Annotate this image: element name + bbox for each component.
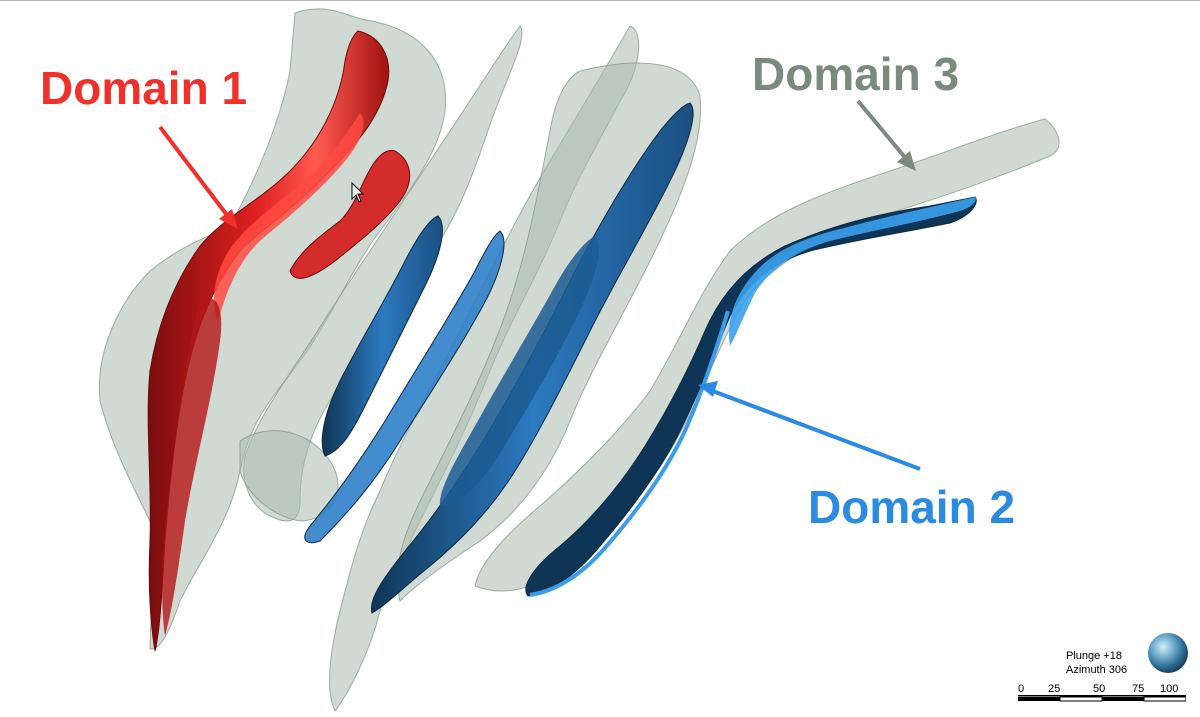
domain3-arrow [856,99,910,163]
domain2-lens-east-edge [729,197,976,346]
scale-bar-graphic [1018,695,1186,702]
domain2-lens-east [525,196,977,597]
scale-tick-0: 0 [1018,683,1025,695]
domain1-lower-face [162,297,222,636]
domain1-label: Domain 1 [40,62,248,114]
domain2-lens-central-inner [439,236,599,506]
domain1-highlight [214,113,364,321]
scale-tick-25: 25 [1048,683,1061,695]
domain1-arrowhead [219,209,238,229]
domain3-label: Domain 3 [752,48,960,100]
domain1-solids [147,30,411,652]
view-orientation: Plunge +18 Azimuth 306 [1066,649,1127,677]
domain3-arrowhead [897,151,916,171]
domain2-solids [304,102,977,614]
domain2-arrow [709,388,921,471]
domain1-arrow [158,125,232,221]
globe-icon[interactable] [1148,633,1188,673]
azimuth-readout: Azimuth 306 [1066,664,1128,676]
domain1-branch-upper [289,150,411,279]
domain2-lens-east-rim [529,310,730,597]
scale-tick-100: 100 [1160,683,1179,695]
scale-bar: 0 25 50 75 100 [1018,681,1186,717]
domain2-arrowhead [698,381,718,397]
scale-tick-75: 75 [1132,683,1145,695]
domain2-label: Domain 2 [808,481,1016,533]
callout-arrows [158,99,921,471]
domain3-envelope-central-left [243,25,523,522]
scale-tick-50: 50 [1093,683,1106,695]
plunge-readout: Plunge +18 [1066,650,1122,662]
domain2-lens-west [321,215,443,457]
domain3-envelopes [98,8,1060,712]
domain2-lens-west-lower [304,230,505,544]
mouse-cursor-icon [351,181,365,203]
